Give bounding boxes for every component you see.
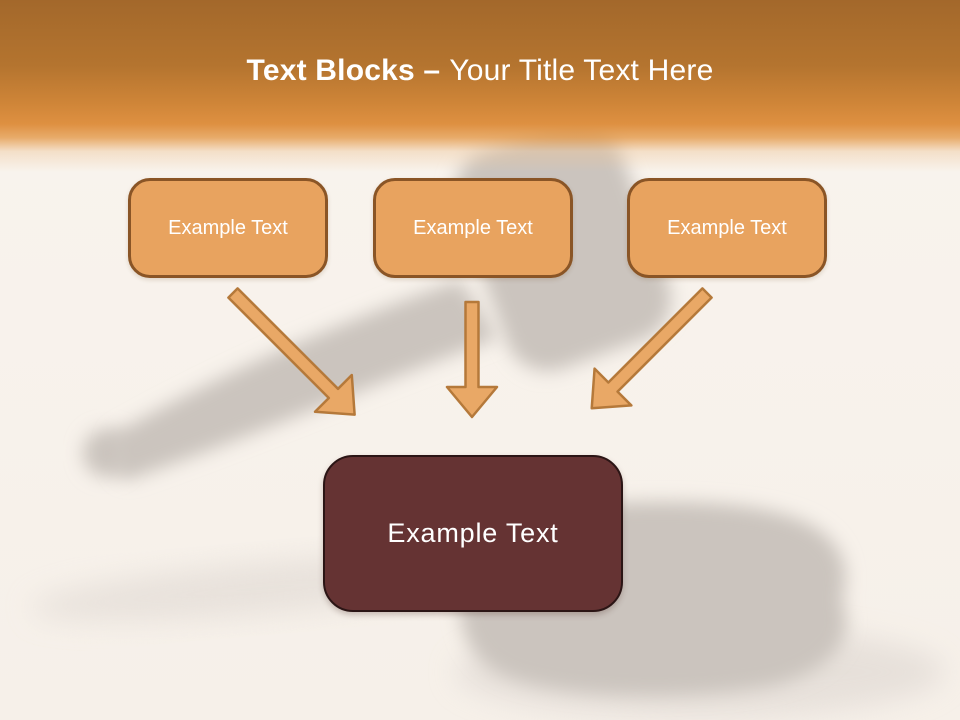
arrow-down-icon [445, 300, 499, 419]
result-block[interactable]: Example Text [323, 455, 623, 612]
slide-title[interactable]: Text Blocks –Your Title Text Here [0, 54, 960, 88]
result-block-label: Example Text [387, 518, 559, 548]
text-block-1[interactable]: Example Text [128, 178, 328, 278]
title-bold-text: Text Blocks – [246, 54, 441, 87]
arrow-diagonal-right-icon [590, 287, 713, 410]
text-block-3-label: Example Text [667, 216, 787, 239]
arrow-diagonal-left-icon [227, 287, 356, 416]
text-block-2-label: Example Text [413, 216, 533, 239]
text-block-3[interactable]: Example Text [627, 178, 827, 278]
text-block-2[interactable]: Example Text [373, 178, 573, 278]
gavel-handle [83, 280, 498, 480]
text-block-1-label: Example Text [168, 216, 288, 239]
title-regular-text: Your Title Text Here [449, 54, 714, 87]
